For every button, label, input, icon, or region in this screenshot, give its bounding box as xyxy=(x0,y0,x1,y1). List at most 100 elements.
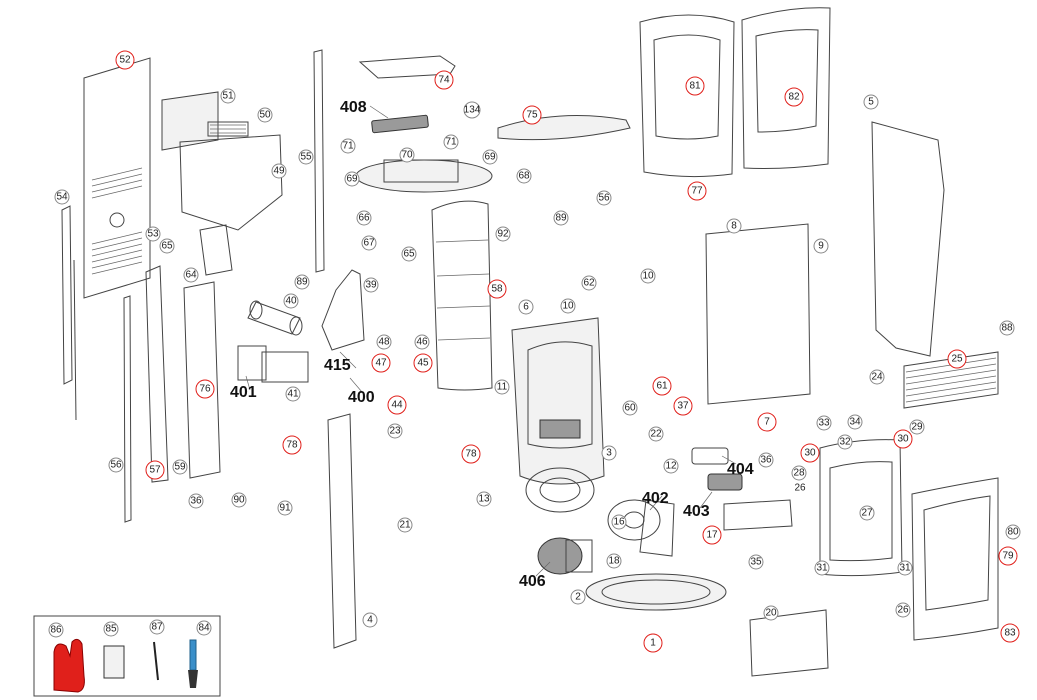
label-406: 406 xyxy=(519,573,546,590)
svg-text:1: 1 xyxy=(650,638,656,649)
svg-text:54: 54 xyxy=(56,192,68,203)
svg-text:85: 85 xyxy=(105,624,117,635)
callout-85: 85 xyxy=(103,621,119,637)
svg-text:53: 53 xyxy=(147,229,159,240)
svg-text:26: 26 xyxy=(897,605,909,616)
svg-text:70: 70 xyxy=(401,150,413,161)
svg-text:7: 7 xyxy=(764,417,770,428)
callout-26a: 26 xyxy=(895,602,911,618)
callout-53: 53 xyxy=(145,226,161,242)
svg-text:48: 48 xyxy=(378,337,390,348)
label-404: 404 xyxy=(727,461,754,478)
part-ash-pan xyxy=(707,473,743,491)
hex-key-icon xyxy=(153,641,159,681)
part-glass-panel-81 xyxy=(639,14,735,178)
part-bottom-panel xyxy=(749,609,829,677)
svg-text:9: 9 xyxy=(818,241,824,252)
callout-66: 66 xyxy=(356,210,372,226)
svg-text:66: 66 xyxy=(358,213,370,224)
part-vertical-frame xyxy=(327,413,357,649)
callout-26b: 26 xyxy=(794,483,806,494)
callout-91: 91 xyxy=(277,500,293,516)
callout-54: 54 xyxy=(54,189,70,205)
label-400: 400 xyxy=(348,389,375,406)
svg-text:62: 62 xyxy=(583,278,595,289)
callout-33: 33 xyxy=(816,415,832,431)
label-408: 408 xyxy=(340,99,367,116)
callout-52: 52 xyxy=(115,50,135,70)
svg-text:90: 90 xyxy=(233,495,245,506)
callout-30b: 30 xyxy=(893,429,913,449)
part-side-rail xyxy=(61,205,73,385)
svg-text:55: 55 xyxy=(300,152,312,163)
callout-75: 75 xyxy=(522,105,542,125)
callout-81: 81 xyxy=(685,76,705,96)
svg-text:89: 89 xyxy=(296,277,308,288)
svg-text:58: 58 xyxy=(491,284,503,295)
svg-text:18: 18 xyxy=(608,556,620,567)
callout-68: 68 xyxy=(516,168,532,184)
svg-text:36: 36 xyxy=(190,496,202,507)
callout-22: 22 xyxy=(648,426,664,442)
svg-text:10: 10 xyxy=(562,301,574,312)
callout-34: 34 xyxy=(847,414,863,430)
callout-17: 17 xyxy=(702,525,722,545)
callout-31b: 31 xyxy=(897,560,913,576)
part-bracket-39 xyxy=(321,269,365,351)
callout-16: 16 xyxy=(611,514,627,530)
callout-67: 67 xyxy=(361,235,377,251)
svg-text:88: 88 xyxy=(1001,323,1013,334)
callout-74: 74 xyxy=(434,70,454,90)
svg-text:5: 5 xyxy=(868,97,874,108)
svg-text:82: 82 xyxy=(788,92,800,103)
callout-58: 58 xyxy=(487,279,507,299)
label-401: 401 xyxy=(230,384,257,401)
callout-10b: 10 xyxy=(640,268,656,284)
svg-text:56: 56 xyxy=(598,193,610,204)
svg-text:65: 65 xyxy=(161,241,173,252)
callout-70: 70 xyxy=(399,147,415,163)
svg-text:29: 29 xyxy=(911,422,923,433)
callout-83: 83 xyxy=(1000,623,1020,643)
callout-80: 80 xyxy=(1005,524,1021,540)
svg-text:30: 30 xyxy=(897,434,909,445)
part-firebox xyxy=(511,317,605,513)
callout-46: 46 xyxy=(414,334,430,350)
svg-text:44: 44 xyxy=(391,400,403,411)
callout-64: 64 xyxy=(183,267,199,283)
part-glass-panel-82 xyxy=(741,7,831,169)
svg-text:45: 45 xyxy=(417,358,429,369)
callout-12: 12 xyxy=(663,458,679,474)
svg-text:22: 22 xyxy=(650,429,662,440)
callout-78b: 78 xyxy=(461,444,481,464)
svg-text:41: 41 xyxy=(287,389,299,400)
svg-text:50: 50 xyxy=(259,110,271,121)
callout-134: 134 xyxy=(463,101,481,119)
callout-56b: 56 xyxy=(108,457,124,473)
svg-text:34: 34 xyxy=(849,417,861,428)
callout-2: 2 xyxy=(570,589,586,605)
part-fan-motor xyxy=(537,537,593,575)
svg-text:11: 11 xyxy=(497,382,508,393)
part-back-panel xyxy=(83,57,151,299)
callout-49: 49 xyxy=(271,163,287,179)
callout-28: 28 xyxy=(791,465,807,481)
callout-23: 23 xyxy=(387,423,403,439)
svg-text:69: 69 xyxy=(484,152,496,163)
part-control-strip xyxy=(371,114,429,134)
svg-text:134: 134 xyxy=(464,105,481,116)
callout-4: 4 xyxy=(362,612,378,628)
callout-11: 11 xyxy=(494,379,510,395)
callout-5: 5 xyxy=(863,94,879,110)
svg-text:13: 13 xyxy=(478,494,490,505)
callout-35: 35 xyxy=(748,554,764,570)
callout-90: 90 xyxy=(231,492,247,508)
callout-76: 76 xyxy=(195,379,215,399)
svg-text:91: 91 xyxy=(279,503,291,514)
part-rear-panel xyxy=(431,200,493,391)
part-vertical-rail-55 xyxy=(313,49,325,273)
svg-text:23: 23 xyxy=(389,426,401,437)
svg-text:31: 31 xyxy=(899,563,911,574)
svg-text:10: 10 xyxy=(642,271,654,282)
